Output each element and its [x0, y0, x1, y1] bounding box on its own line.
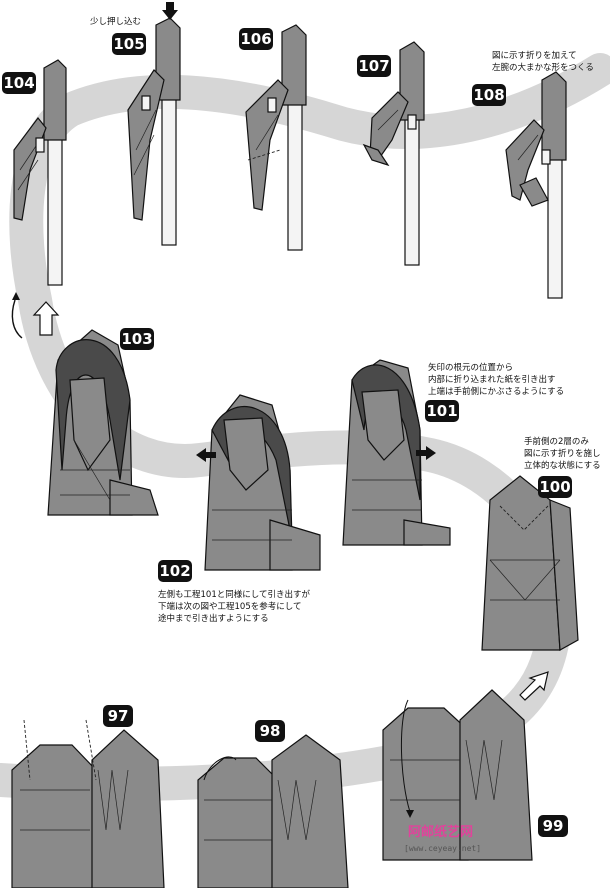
note-108: 図に示す折りを加えて 左腕の大まかな形をつくる: [492, 50, 594, 73]
step-badge-100: 100: [538, 476, 572, 498]
note-105: 少し押し込む: [90, 16, 141, 27]
step-badge-103: 103: [120, 328, 154, 350]
figure-103: [48, 330, 158, 515]
svg-text:内部に折り込まれた紙を引き出す: 内部に折り込まれた紙を引き出す: [428, 374, 556, 385]
svg-text:100: 100: [539, 478, 570, 496]
svg-text:立体的な状態にする: 立体的な状態にする: [524, 460, 601, 471]
svg-text:途中まで引き出すようにする: 途中まで引き出すようにする: [158, 613, 269, 624]
step-badge-108: 108: [472, 84, 506, 106]
figure-97: [12, 720, 164, 888]
step-badge-106: 106: [239, 28, 273, 50]
figure-102: [196, 395, 320, 570]
push-arrow-icon: [162, 2, 178, 20]
watermark-brand: 阿邮纸艺网: [408, 824, 473, 840]
step-badge-98: 98: [255, 720, 285, 742]
figure-98: [198, 735, 348, 888]
step-badge-99: 99: [538, 815, 568, 837]
svg-text:105: 105: [113, 35, 144, 53]
step-badge-105: 105: [112, 33, 146, 55]
svg-text:104: 104: [3, 74, 34, 92]
step-badge-101: 101: [425, 400, 459, 422]
svg-text:98: 98: [260, 722, 281, 740]
watermark: 阿邮纸艺网 [www.ceyeay.net]: [404, 824, 481, 853]
note-101: 矢印の根元の位置から 内部に折り込まれた紙を引き出す 上端は手前側にかぶさるよう…: [428, 362, 564, 397]
svg-text:107: 107: [358, 57, 389, 75]
note-100: 手前側の2層のみ 図に示す折りを施し 立体的な状態にする: [524, 436, 601, 471]
svg-text:99: 99: [543, 817, 564, 835]
svg-text:108: 108: [473, 86, 504, 104]
step-badge-102: 102: [158, 560, 192, 582]
svg-text:左腕の大まかな形をつくる: 左腕の大まかな形をつくる: [492, 62, 594, 73]
step-badge-104: 104: [2, 72, 36, 94]
svg-text:左側も工程101と同様にして引き出すが: 左側も工程101と同様にして引き出すが: [158, 589, 310, 600]
svg-text:97: 97: [108, 707, 129, 725]
svg-text:手前側の2層のみ: 手前側の2層のみ: [524, 436, 589, 447]
svg-text:図に示す折りを加えて: 図に示す折りを加えて: [492, 50, 577, 61]
svg-text:下端は次の図や工程105を参考にして: 下端は次の図や工程105を参考にして: [158, 601, 301, 612]
svg-text:矢印の根元の位置から: 矢印の根元の位置から: [428, 362, 513, 373]
step-badge-97: 97: [103, 705, 133, 727]
svg-text:103: 103: [121, 330, 152, 348]
svg-text:106: 106: [240, 30, 271, 48]
step-badge-107: 107: [357, 55, 391, 77]
watermark-url: [www.ceyeay.net]: [404, 844, 481, 853]
svg-text:図に示す折りを施し: 図に示す折りを施し: [524, 448, 601, 459]
figure-106: [246, 25, 306, 250]
svg-text:101: 101: [426, 402, 457, 420]
svg-text:上端は手前側にかぶさるようにする: 上端は手前側にかぶさるようにする: [428, 386, 564, 397]
note-102: 左側も工程101と同様にして引き出すが 下端は次の図や工程105を参考にして 途…: [158, 589, 310, 624]
svg-text:102: 102: [159, 562, 190, 580]
